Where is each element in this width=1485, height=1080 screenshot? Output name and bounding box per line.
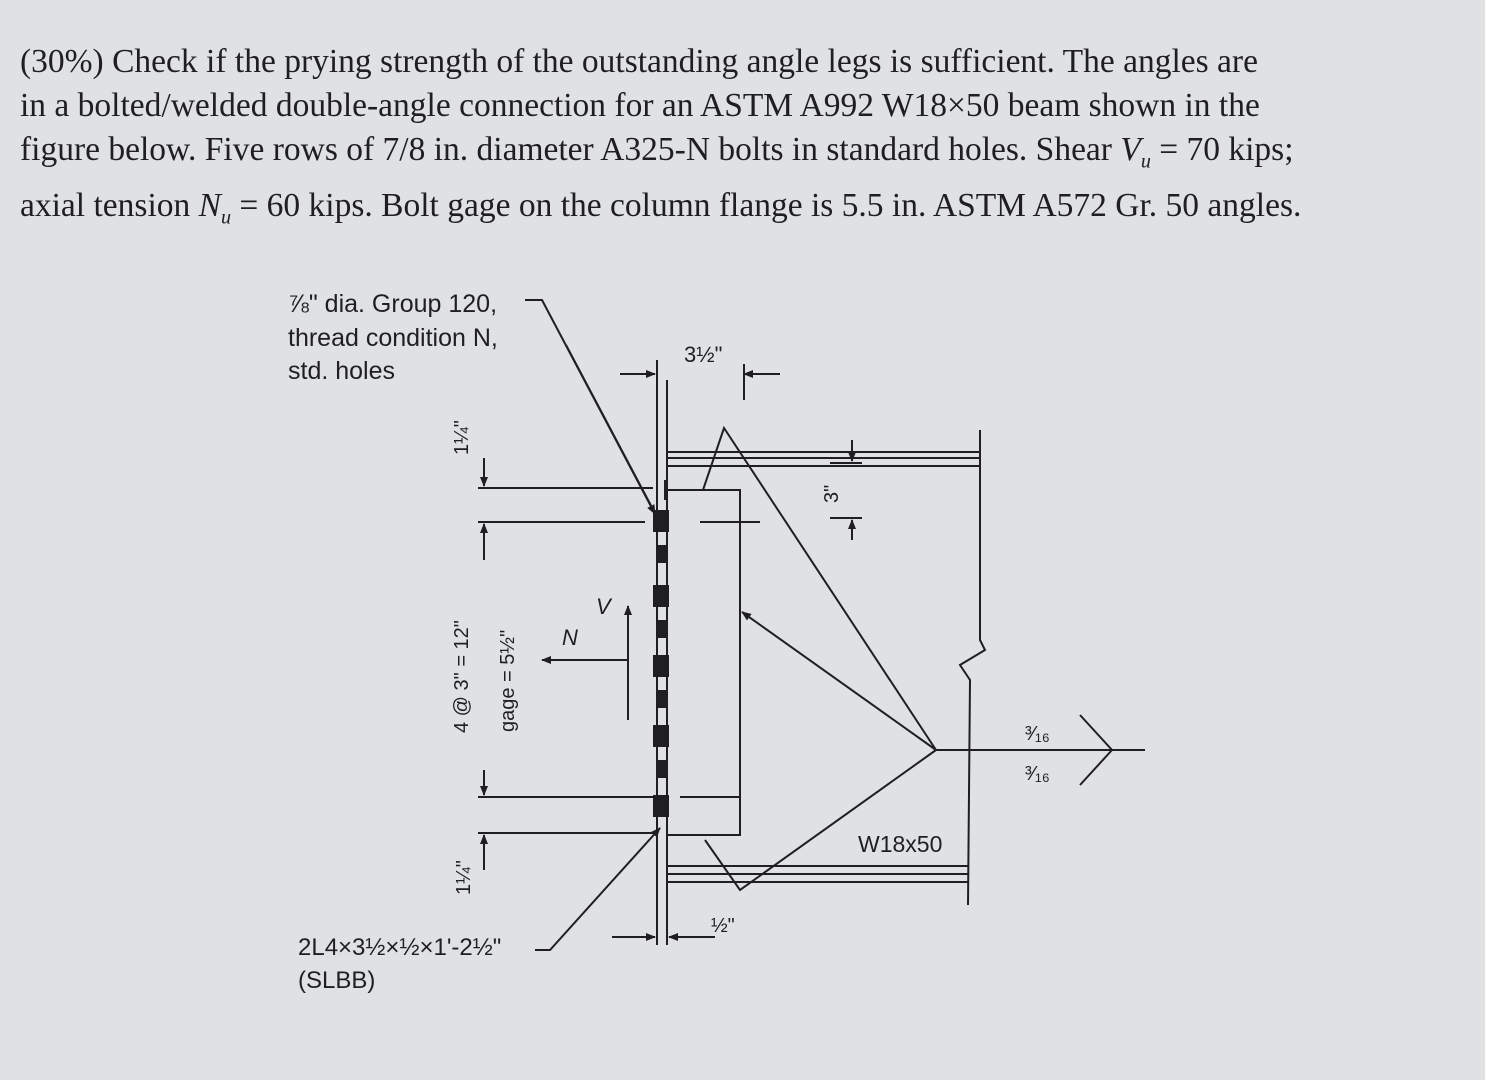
- bolt-dash: [657, 620, 667, 638]
- problem-line: in a bolted/welded double-angle connecti…: [20, 84, 1465, 128]
- bolt-note-leader: [525, 299, 656, 515]
- bolt: [653, 510, 669, 532]
- problem-text: u: [1140, 150, 1151, 173]
- problem-line: figure below. Five rows of 7/8 in. diame…: [20, 128, 1465, 184]
- angle-note-line: (SLBB): [298, 967, 375, 994]
- bolt-dash: [657, 545, 667, 563]
- axial-force-label: N: [562, 625, 578, 650]
- angle-outline: [666, 489, 741, 836]
- bolt-note-line: thread condition N,: [288, 324, 498, 352]
- bolt-note-line: std. holes: [288, 357, 395, 385]
- shear-force-label: V: [596, 594, 613, 619]
- dim-edge-top-label: 1¼": [451, 420, 473, 455]
- weld-leader-mid: [741, 611, 937, 751]
- problem-text: axial tension: [20, 186, 199, 224]
- problem-line: (30%) Check if the prying strength of th…: [20, 40, 1465, 84]
- weld-size-bottom: ³⁄₁₆: [1025, 763, 1050, 785]
- weld-size-top: ³⁄₁₆: [1025, 723, 1050, 745]
- dim-gap-label: ½": [711, 915, 735, 937]
- beam-break-line: [958, 430, 987, 906]
- bolt: [653, 795, 669, 817]
- problem-text: = 70 kips;: [1150, 131, 1294, 168]
- dim-edge-bottom-label: 1¼": [453, 860, 475, 895]
- weld-leader-top: [702, 425, 937, 751]
- problem-text: = 60 kips. Bolt gage on the column flang…: [231, 186, 1302, 224]
- bolt-note-line: ⅞" dia. Group 120,: [288, 290, 497, 318]
- problem-text: V: [1120, 131, 1141, 168]
- bolt-dash: [657, 690, 667, 708]
- weld-leader-bottom: [704, 749, 937, 892]
- bolt-note-leader: [565, 344, 657, 516]
- bolt: [653, 585, 669, 607]
- bolt: [653, 725, 669, 747]
- angle-note-line: 2L4×3½×½×1'-2½": [298, 934, 501, 961]
- dim-top-width-label: 3½": [684, 342, 722, 367]
- problem-text: N: [198, 186, 221, 224]
- bolt-dash: [657, 760, 667, 778]
- problem-statement: (30%) Check if the prying strength of th…: [20, 40, 1465, 239]
- beam-label: W18x50: [858, 831, 942, 857]
- bolt: [653, 655, 669, 677]
- dim-beam-setback-label: 3": [821, 485, 843, 503]
- weld-tail: [1079, 714, 1114, 786]
- problem-line: axial tension Nu = 60 kips. Bolt gage on…: [20, 184, 1465, 240]
- problem-text: (30%) Check if the prying strength of th…: [20, 43, 1258, 80]
- problem-text: in a bolted/welded double-angle connecti…: [20, 87, 1260, 124]
- problem-text: u: [220, 206, 232, 229]
- bolt-column: [653, 510, 669, 817]
- angle-note-leader: [535, 827, 661, 951]
- dim-gage-label: gage = 5½": [497, 630, 519, 732]
- problem-text: figure below. Five rows of 7/8 in. diame…: [20, 131, 1121, 168]
- dim-bolt-spacing-label: 4 @ 3" = 12": [451, 620, 473, 733]
